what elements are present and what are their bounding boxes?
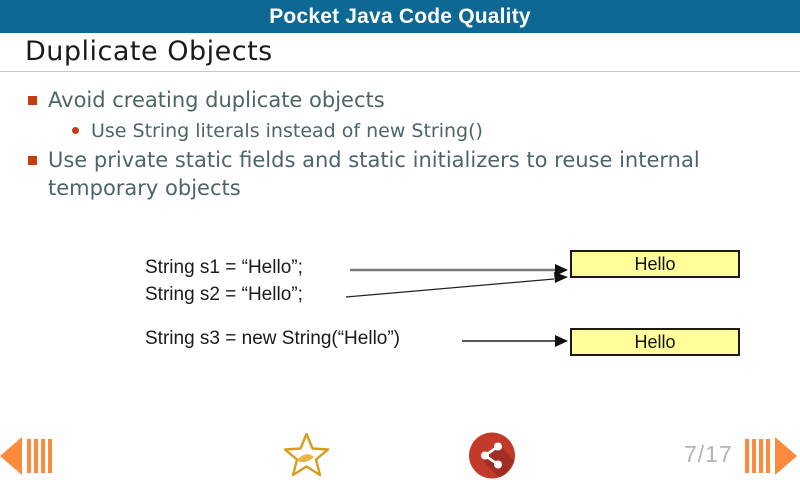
- star-icon: [283, 432, 330, 477]
- bullet-text: Avoid creating duplicate objects: [48, 88, 385, 112]
- bullet-item-1-sub: Use String literals instead of new Strin…: [72, 117, 483, 145]
- left-arrow-icon: [0, 437, 52, 475]
- share-button[interactable]: [468, 432, 516, 479]
- app-title-bar: Pocket Java Code Quality: [0, 0, 800, 33]
- string-object-box-2: Hello: [570, 328, 740, 356]
- arrow-s2-head-icon: [554, 272, 568, 283]
- bullet-item-1: Avoid creating duplicate objects: [28, 86, 385, 114]
- page-indicator: 7/17: [684, 441, 733, 467]
- code-line-s2: String s2 = “Hello”;: [145, 284, 303, 305]
- next-slide-button[interactable]: [744, 436, 797, 476]
- square-bullet-icon: [28, 96, 37, 105]
- diagram-arrows: [345, 264, 568, 347]
- right-arrow-icon: [745, 437, 797, 475]
- arrow-s1-head-icon: [555, 264, 568, 276]
- string-object-value: Hello: [634, 331, 676, 352]
- favorite-star-button[interactable]: [283, 432, 330, 478]
- previous-slide-button[interactable]: [0, 436, 53, 476]
- slide-title: Duplicate Objects: [25, 36, 273, 67]
- dot-bullet-icon: [72, 127, 79, 134]
- code-line-s1: String s1 = “Hello”;: [145, 257, 303, 278]
- string-interning-diagram: String s1 = “Hello”; String s2 = “Hello”…: [0, 240, 800, 380]
- bullet-text: Use String literals instead of new Strin…: [91, 120, 483, 142]
- title-divider: [0, 71, 800, 72]
- app-title: Pocket Java Code Quality: [269, 4, 531, 28]
- string-object-box-1: Hello: [570, 250, 740, 278]
- arrow-s3-head-icon: [555, 335, 568, 347]
- string-object-value: Hello: [634, 253, 676, 274]
- share-icon: [469, 432, 515, 479]
- square-bullet-icon: [28, 156, 37, 165]
- bullet-text: Use private static fields and static ini…: [48, 148, 700, 200]
- bullet-item-2: Use private static fields and static ini…: [28, 146, 758, 202]
- code-line-s3: String s3 = new String(“Hello”): [145, 328, 401, 349]
- arrow-s2-line: [345, 278, 555, 298]
